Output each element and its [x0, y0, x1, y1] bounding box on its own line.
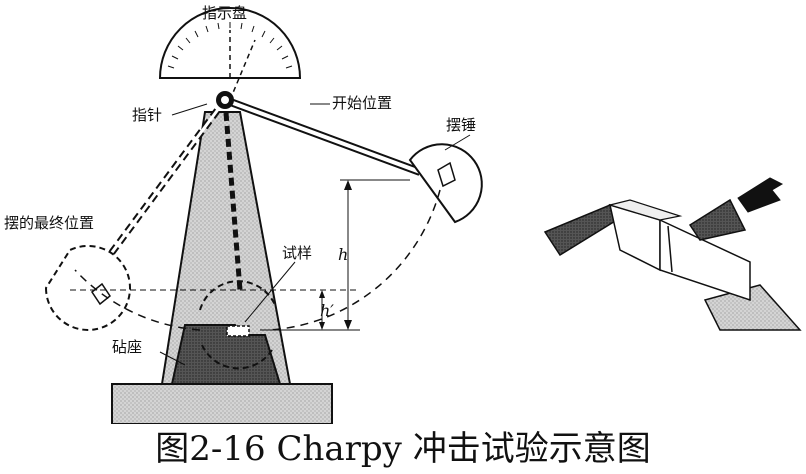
label-pointer: 指针	[132, 106, 162, 124]
label-dial: 指示盘	[202, 4, 247, 22]
specimen-detail	[543, 177, 802, 331]
indicator-dial	[158, 7, 302, 79]
machine-frame	[160, 111, 292, 385]
label-start-position: 开始位置	[332, 94, 392, 112]
charpy-diagram: 指示盘 指针 开始位置 摆锤 摆的最终位置 试样 砧座 h h′	[4, 4, 802, 424]
label-h: h	[338, 245, 348, 264]
swing-arc	[269, 189, 441, 331]
dial-ticks	[167, 22, 293, 69]
label-specimen: 试样	[282, 244, 312, 262]
pointer-needle	[222, 99, 243, 291]
label-hammer: 摆锤	[446, 116, 476, 134]
label-final-position: 摆的最终位置	[4, 214, 94, 232]
hammer-final	[44, 245, 131, 331]
specimen	[226, 325, 250, 337]
label-anvil: 砧座	[112, 338, 142, 356]
label-h-prime: h′	[320, 301, 334, 320]
machine-base	[111, 383, 333, 424]
figure-caption: 图2-16 Charpy 冲击试验示意图	[155, 429, 651, 469]
